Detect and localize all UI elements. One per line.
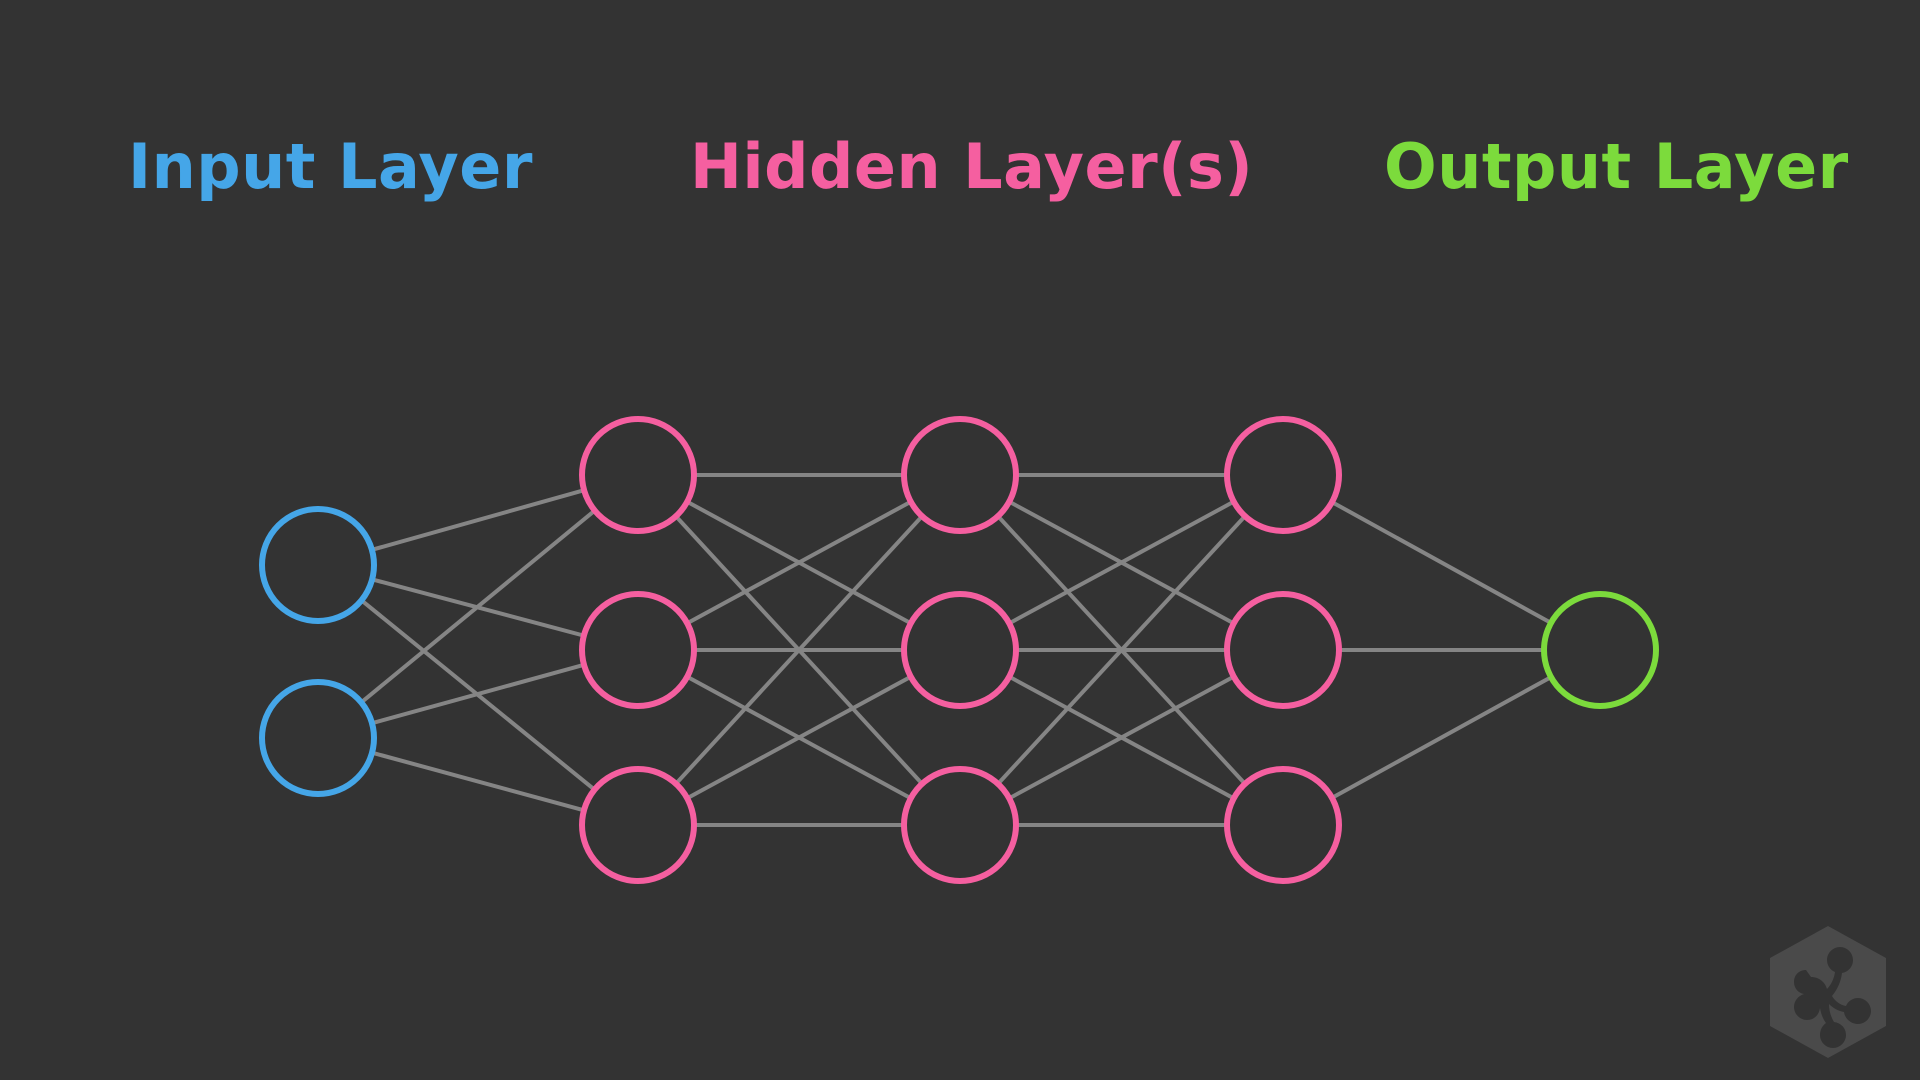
- edge-h1-3-to-h2-2: [686, 674, 912, 801]
- node-h2-2[interactable]: [901, 591, 1019, 709]
- hidden-layer-label: Hidden Layer(s): [690, 130, 1254, 203]
- edge-h1-3-to-h2-1: [674, 514, 924, 786]
- node-h1-3[interactable]: [579, 766, 697, 884]
- treehouse-hex-logo-icon: [1770, 926, 1886, 1058]
- node-h2-1[interactable]: [901, 416, 1019, 534]
- node-h1-2[interactable]: [579, 591, 697, 709]
- node-i2[interactable]: [259, 679, 377, 797]
- input-layer-label: Input Layer: [128, 130, 533, 203]
- node-h3-2[interactable]: [1224, 591, 1342, 709]
- node-o1[interactable]: [1541, 591, 1659, 709]
- node-h2-3[interactable]: [901, 766, 1019, 884]
- edge-h2-3-to-h3-2: [1008, 674, 1235, 801]
- edge-h2-3-to-h3-1: [996, 514, 1247, 786]
- nodes-group: [259, 416, 1659, 884]
- edge-h2-2-to-h3-1: [1008, 499, 1235, 626]
- node-h1-1[interactable]: [579, 416, 697, 534]
- edges-group: [359, 473, 1552, 827]
- edge-h3-1-to-o1: [1331, 500, 1552, 625]
- edge-i2-to-h1-2: [371, 662, 585, 726]
- edge-i1-to-h1-1: [371, 488, 585, 552]
- output-layer-label: Output Layer: [1384, 130, 1849, 203]
- watermark-neuron-glyph: [1794, 947, 1871, 1048]
- node-h3-1[interactable]: [1224, 416, 1342, 534]
- edge-i2-to-h1-1: [359, 509, 597, 704]
- edge-i2-to-h1-3: [371, 750, 585, 813]
- edge-h3-3-to-o1: [1331, 675, 1552, 800]
- edge-h1-2-to-h2-1: [686, 499, 912, 626]
- node-i1[interactable]: [259, 506, 377, 624]
- node-h3-3[interactable]: [1224, 766, 1342, 884]
